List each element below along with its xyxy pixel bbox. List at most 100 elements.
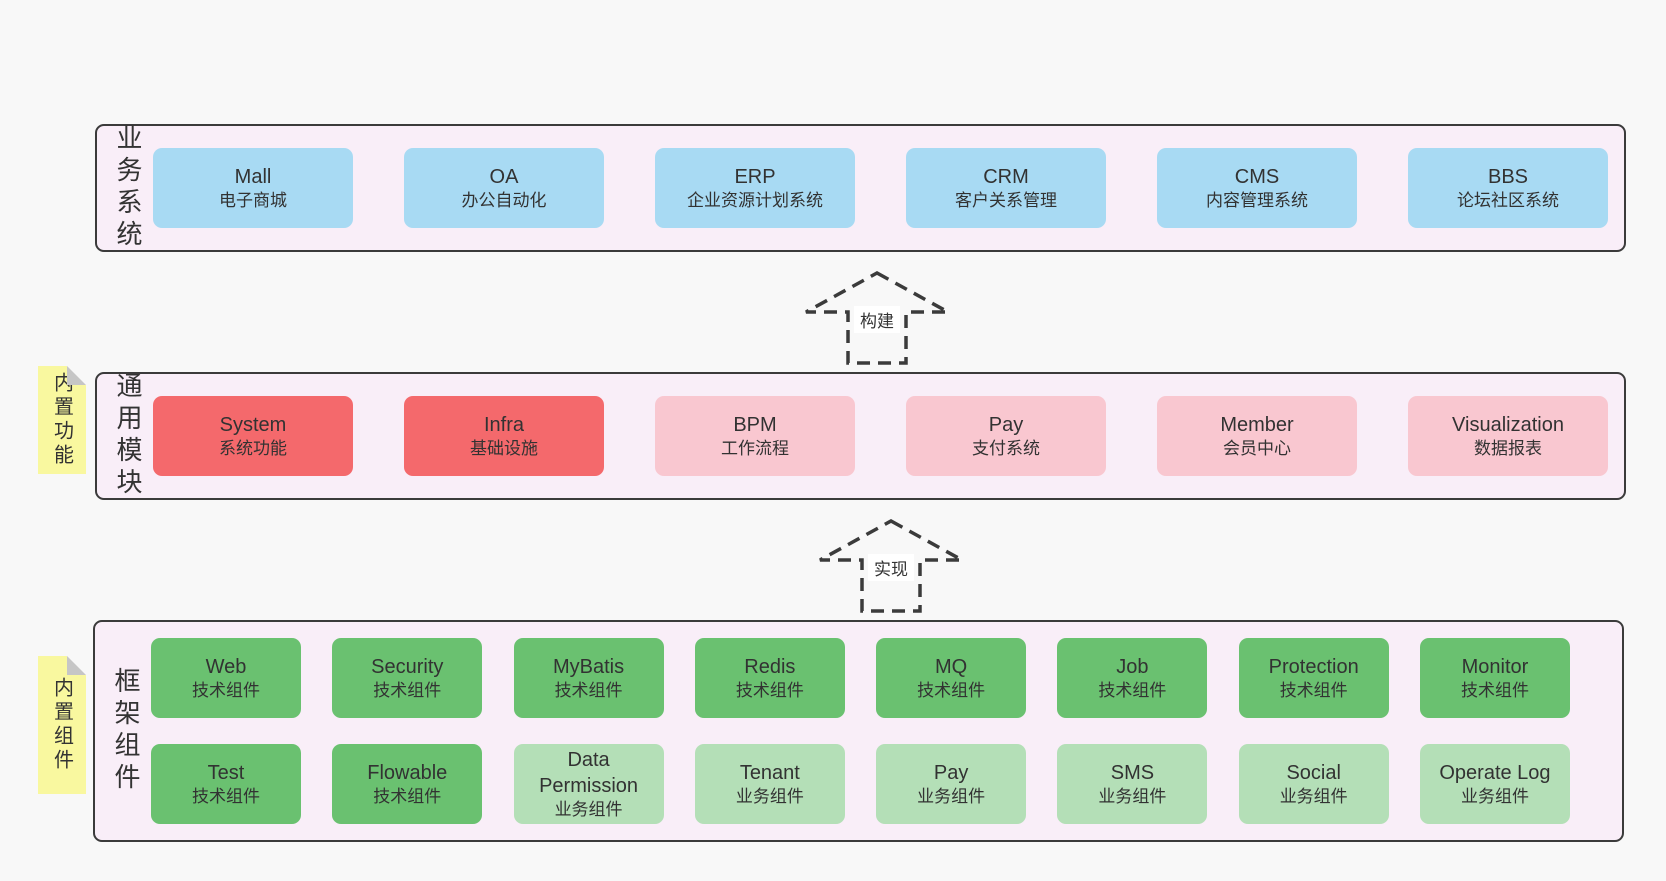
built-in-components-tag: 内置组件 [38, 656, 86, 794]
common-modules-row: System 系统功能 Infra 基础设施 BPM 工作流程 Pay 支付系统… [97, 396, 1624, 476]
framework-components-row-1: Web 技术组件 Security 技术组件 MyBatis 技术组件 Redi… [95, 638, 1622, 718]
box-subtitle: 技术组件 [1098, 680, 1167, 700]
layer-common-modules-label: 通用模块 [113, 372, 143, 500]
framework-components-row-2: Test 技术组件 Flowable 技术组件 Data Permission … [95, 744, 1622, 824]
box-title: Security [371, 655, 444, 678]
box-title: Data Permission [539, 748, 639, 797]
built-in-features-tag: 内置功能 [38, 366, 86, 474]
box-title: Pay [988, 413, 1024, 436]
box-subtitle: 支付系统 [972, 438, 1040, 458]
box-subtitle: 办公自动化 [461, 190, 547, 210]
box-infra: Infra 基础设施 [404, 396, 604, 476]
box-title: SMS [1110, 761, 1155, 784]
box-subtitle: 技术组件 [1279, 680, 1348, 700]
box-subtitle: 系统功能 [219, 438, 287, 458]
box-subtitle: 业务组件 [735, 786, 804, 806]
box-title: Test [207, 761, 245, 784]
box-subtitle: 技术组件 [1460, 680, 1529, 700]
box-subtitle: 业务组件 [554, 799, 623, 819]
box-title: CRM [983, 165, 1029, 188]
box-title: BBS [1487, 165, 1529, 188]
layer-framework-components: 框架组件 Web 技术组件 Security 技术组件 MyBatis 技术组件… [93, 620, 1624, 842]
box-subtitle: 电子商城 [219, 190, 287, 210]
box-title: Infra [483, 413, 525, 436]
dashed-up-arrow-shape [819, 519, 963, 613]
box-system: System 系统功能 [153, 396, 353, 476]
box-bbs: BBS 论坛社区系统 [1408, 148, 1608, 228]
box-subtitle: 客户关系管理 [955, 190, 1057, 210]
box-title: Pay [933, 761, 969, 784]
box-cms: CMS 内容管理系统 [1157, 148, 1357, 228]
box-subtitle: 业务组件 [917, 786, 986, 806]
box-subtitle: 技术组件 [554, 680, 623, 700]
box-subtitle: 业务组件 [1098, 786, 1167, 806]
box-flowable: Flowable 技术组件 [332, 744, 483, 824]
box-subtitle: 企业资源计划系统 [687, 190, 823, 210]
box-redis: Redis 技术组件 [694, 638, 845, 718]
box-social: Social 业务组件 [1238, 744, 1389, 824]
box-subtitle: 业务组件 [1460, 786, 1529, 806]
box-mall: Mall 电子商城 [153, 148, 353, 228]
box-title: Monitor [1461, 655, 1529, 678]
box-protection: Protection 技术组件 [1238, 638, 1389, 718]
box-subtitle: 技术组件 [917, 680, 986, 700]
box-subtitle: 工作流程 [721, 438, 789, 458]
built-in-features-tag-label: 内置功能 [50, 372, 73, 468]
box-title: CMS [1234, 165, 1280, 188]
layer-business-systems: 业务系统 Mall 电子商城 OA 办公自动化 ERP 企业资源计划系统 CRM… [95, 124, 1626, 252]
box-title: Job [1116, 655, 1149, 678]
box-title: Tenant [739, 761, 800, 784]
box-tenant: Tenant 业务组件 [694, 744, 845, 824]
box-test: Test 技术组件 [151, 744, 301, 824]
box-subtitle: 数据报表 [1474, 438, 1542, 458]
box-subtitle: 业务组件 [1279, 786, 1348, 806]
box-oa: OA 办公自动化 [404, 148, 604, 228]
box-erp: ERP 企业资源计划系统 [655, 148, 855, 228]
box-subtitle: 技术组件 [735, 680, 804, 700]
implement-arrow-label: 实现 [868, 554, 914, 581]
box-title: Social [1286, 761, 1341, 784]
box-data-permission: Data Permission 业务组件 [513, 744, 664, 824]
box-subtitle: 技术组件 [192, 680, 260, 700]
box-subtitle: 内容管理系统 [1206, 190, 1308, 210]
box-title: Flowable [367, 761, 448, 784]
box-title: MyBatis [553, 655, 625, 678]
box-subtitle: 论坛社区系统 [1457, 190, 1559, 210]
box-title: Web [205, 655, 247, 678]
box-mq: MQ 技术组件 [876, 638, 1027, 718]
box-crm: CRM 客户关系管理 [906, 148, 1106, 228]
box-title: Protection [1268, 655, 1359, 678]
box-security: Security 技术组件 [332, 638, 483, 718]
box-title: MQ [935, 655, 968, 678]
box-monitor: Monitor 技术组件 [1419, 638, 1570, 718]
build-arrow-label: 构建 [854, 306, 900, 333]
box-job: Job 技术组件 [1057, 638, 1208, 718]
box-title: OA [489, 165, 519, 188]
dashed-up-arrow-shape [805, 271, 949, 365]
layer-business-systems-label: 业务系统 [113, 124, 143, 252]
box-web: Web 技术组件 [151, 638, 301, 718]
box-pay-business: Pay 业务组件 [876, 744, 1027, 824]
box-operate-log: Operate Log 业务组件 [1419, 744, 1570, 824]
layer-common-modules: 通用模块 System 系统功能 Infra 基础设施 BPM 工作流程 Pay… [95, 372, 1626, 500]
box-subtitle: 技术组件 [192, 786, 260, 806]
box-title: Operate Log [1439, 761, 1551, 784]
implement-arrow-up-icon: 实现 [816, 518, 966, 614]
box-title: BPM [733, 413, 777, 436]
box-subtitle: 会员中心 [1223, 438, 1291, 458]
box-bpm: BPM 工作流程 [655, 396, 855, 476]
box-title: Visualization [1452, 413, 1564, 436]
build-arrow-up-icon: 构建 [802, 270, 952, 366]
box-title: Mall [234, 165, 272, 188]
box-pay: Pay 支付系统 [906, 396, 1106, 476]
box-mybatis: MyBatis 技术组件 [513, 638, 664, 718]
business-systems-row: Mall 电子商城 OA 办公自动化 ERP 企业资源计划系统 CRM 客户关系… [97, 148, 1624, 228]
layer-framework-components-label: 框架组件 [111, 667, 141, 795]
box-sms: SMS 业务组件 [1057, 744, 1208, 824]
box-subtitle: 基础设施 [470, 438, 538, 458]
box-title: Redis [744, 655, 796, 678]
box-title: Member [1220, 413, 1294, 436]
box-subtitle: 技术组件 [373, 786, 442, 806]
box-visualization: Visualization 数据报表 [1408, 396, 1608, 476]
